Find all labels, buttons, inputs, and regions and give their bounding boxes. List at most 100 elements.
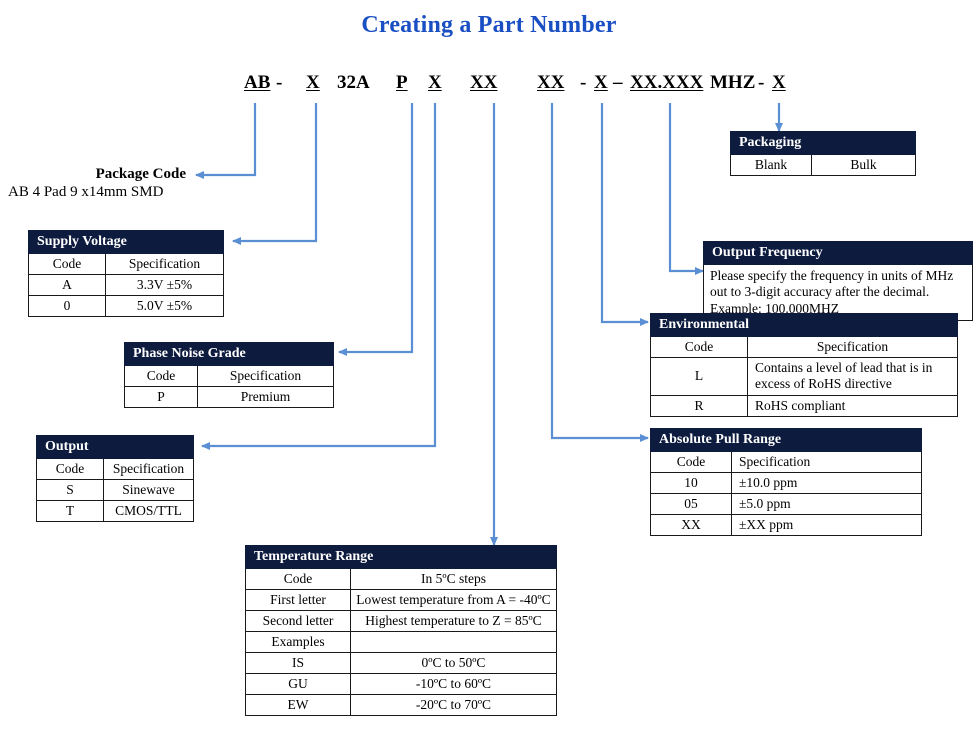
column-header: In 5ºC steps xyxy=(350,568,557,590)
package-code-label: Package Code xyxy=(95,166,186,182)
cell: CMOS/TTL xyxy=(103,500,194,522)
part-segment-2: X xyxy=(306,72,320,93)
cell: Please specify the frequency in units of… xyxy=(703,263,973,322)
cell: S xyxy=(36,479,104,501)
column-header: Code xyxy=(650,336,748,358)
package-code-description: AB 4 Pad 9 x14mm SMD xyxy=(8,184,164,200)
cell: 0ºC to 50ºC xyxy=(350,652,557,674)
leader-phase-noise xyxy=(338,103,414,356)
table-output: Output Code Specification S Sinewave T C… xyxy=(36,435,194,522)
part-segment-8: - xyxy=(580,72,587,93)
part-segment-12: MHZ xyxy=(710,72,756,93)
part-segment-3: 32A xyxy=(337,72,370,93)
table-row: IS 0ºC to 50ºC xyxy=(245,652,557,674)
leader-output-frequency xyxy=(668,103,704,275)
table-header: Supply Voltage xyxy=(28,230,224,254)
cell: Examples xyxy=(245,631,351,653)
cell: Bulk xyxy=(811,154,916,176)
table-header: Absolute Pull Range xyxy=(650,428,922,452)
table-row: A 3.3V ±5% xyxy=(28,274,224,296)
part-segment-0: AB xyxy=(244,72,271,93)
part-segment-10: – xyxy=(613,72,623,93)
table-row: 10 ±10.0 ppm xyxy=(650,472,922,494)
table-row: Examples xyxy=(245,631,557,653)
cell: Premium xyxy=(197,386,334,408)
leader-absolute-pull-range xyxy=(550,103,649,442)
cell: T xyxy=(36,500,104,522)
table-row: P Premium xyxy=(124,386,334,408)
column-header: Code xyxy=(36,458,104,480)
part-segment-11: XX.XXX xyxy=(630,72,704,93)
cell: EW xyxy=(245,694,351,716)
part-segment-1: - xyxy=(276,72,283,93)
table-row: S Sinewave xyxy=(36,479,194,501)
table-header: Temperature Range xyxy=(245,545,557,569)
column-header: Specification xyxy=(103,458,194,480)
table-header: Output Frequency xyxy=(703,241,973,265)
table-temperature-range: Temperature Range Code In 5ºC steps Firs… xyxy=(245,545,557,716)
cell: XX xyxy=(650,514,732,536)
table-environmental: Environmental Code Specification L Conta… xyxy=(650,313,958,417)
table-row: Blank Bulk xyxy=(730,154,916,176)
cell: Contains a level of lead that is in exce… xyxy=(747,357,958,396)
cell: -10ºC to 60ºC xyxy=(350,673,557,695)
part-segment-7: XX xyxy=(537,72,565,93)
cell: IS xyxy=(245,652,351,674)
table-row: R RoHS compliant xyxy=(650,394,958,417)
table-header: Phase Noise Grade xyxy=(124,342,334,366)
column-header: Code xyxy=(124,365,198,387)
part-segment-9: X xyxy=(594,72,608,93)
cell: A xyxy=(28,274,106,296)
table-row: GU -10ºC to 60ºC xyxy=(245,673,557,695)
cell: Lowest temperature from A = -40ºC xyxy=(350,589,557,611)
cell: 5.0V ±5% xyxy=(105,295,224,317)
table-output-frequency: Output Frequency Please specify the freq… xyxy=(703,241,973,322)
table-absolute-pull-range: Absolute Pull Range Code Specification 1… xyxy=(650,428,922,536)
part-segment-6: XX xyxy=(470,72,498,93)
column-header: Code xyxy=(245,568,351,590)
leader-environmental xyxy=(600,103,649,326)
cell: Highest temperature to Z = 85ºC xyxy=(350,610,557,632)
part-segment-4: P xyxy=(396,72,408,93)
cell: 05 xyxy=(650,493,732,515)
cell: R xyxy=(650,394,748,417)
table-header: Output xyxy=(36,435,194,459)
part-segment-13: - xyxy=(758,72,765,93)
table-row: T CMOS/TTL xyxy=(36,500,194,522)
cell: 10 xyxy=(650,472,732,494)
table-header: Environmental xyxy=(650,313,958,337)
table-row: Please specify the frequency in units of… xyxy=(703,263,973,322)
table-row: L Contains a level of lead that is in ex… xyxy=(650,357,958,396)
table-row: 0 5.0V ±5% xyxy=(28,295,224,317)
cell: GU xyxy=(245,673,351,695)
package-code-block: Package Code AB 4 Pad 9 x14mm SMD xyxy=(8,166,186,201)
cell: RoHS compliant xyxy=(747,394,958,417)
cell: Second letter xyxy=(245,610,351,632)
cell: 3.3V ±5% xyxy=(105,274,224,296)
cell: Blank xyxy=(730,154,812,176)
table-row: Second letter Highest temperature to Z =… xyxy=(245,610,557,632)
leader-package-code xyxy=(195,103,257,179)
table-row: XX ±XX ppm xyxy=(650,514,922,536)
cell: Sinewave xyxy=(103,479,194,501)
table-row: First letter Lowest temperature from A =… xyxy=(245,589,557,611)
column-header: Specification xyxy=(197,365,334,387)
cell: 0 xyxy=(28,295,106,317)
part-segment-14: X xyxy=(772,72,786,93)
part-segment-5: X xyxy=(428,72,442,93)
column-header: Specification xyxy=(105,253,224,275)
table-packaging: Packaging Blank Bulk xyxy=(730,131,916,176)
table-header: Packaging xyxy=(730,131,916,155)
page-title: Creating a Part Number xyxy=(361,12,617,38)
column-header: Specification xyxy=(747,336,958,358)
cell xyxy=(350,631,557,653)
column-header: Code xyxy=(650,451,732,473)
cell: L xyxy=(650,357,748,396)
leader-supply-voltage xyxy=(232,103,318,245)
table-row: EW -20ºC to 70ºC xyxy=(245,694,557,716)
cell: P xyxy=(124,386,198,408)
cell: ±10.0 ppm xyxy=(731,472,922,494)
column-header: Code xyxy=(28,253,106,275)
table-phase-noise-grade: Phase Noise Grade Code Specification P P… xyxy=(124,342,334,408)
